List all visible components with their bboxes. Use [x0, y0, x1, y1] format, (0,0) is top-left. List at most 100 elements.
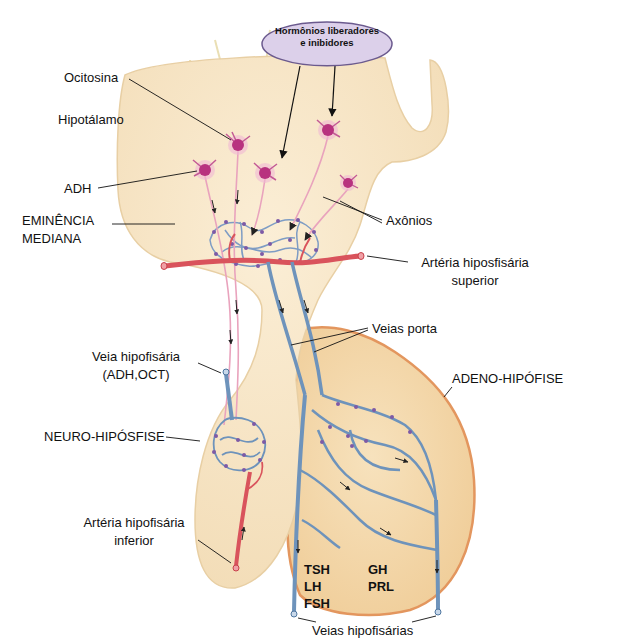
- posterior-dots: [212, 422, 266, 472]
- posterior-dots: [258, 458, 262, 462]
- part-label: Hipotálamo: [58, 111, 124, 129]
- hormone-arrows: [282, 66, 335, 158]
- neurons: [193, 120, 358, 191]
- flow-arrow: [437, 560, 438, 573]
- flow-arrow: [298, 540, 299, 553]
- median-eminence-dots: [268, 242, 272, 246]
- portal-vein: [268, 262, 305, 395]
- inferior-hypophyseal-artery: [233, 462, 262, 571]
- leader-line: [198, 540, 231, 563]
- anterior-dots: [336, 402, 340, 406]
- anterior-dots: [320, 402, 412, 448]
- capillary: [214, 418, 266, 471]
- capillary: [222, 452, 260, 457]
- ellipse-outline: [262, 22, 392, 66]
- hormone-arrow: [332, 66, 335, 116]
- portal-veins: [268, 262, 322, 395]
- leader-line: [98, 171, 197, 188]
- flow-arrow: [395, 458, 408, 462]
- capillary: [240, 222, 245, 262]
- vessel-end: [435, 609, 441, 615]
- artery-branch: [229, 234, 235, 260]
- part-label: Axônios: [386, 212, 432, 230]
- capillary: [220, 437, 258, 442]
- leader-line: [340, 201, 382, 223]
- neuron: [317, 120, 340, 140]
- neuron: [254, 163, 277, 183]
- neuron: [259, 167, 271, 179]
- neuron: [199, 164, 211, 176]
- hypothalamus-and-neurohypophysis: [117, 56, 448, 588]
- part-label: EMINÊNCIA MEDIANA: [22, 212, 112, 248]
- median-eminence-dots: [314, 248, 318, 252]
- capillary: [225, 230, 295, 248]
- anterior-dots: [390, 415, 394, 419]
- median-eminence-dots: [276, 219, 280, 223]
- vessel-end: [358, 253, 364, 260]
- part-label: ADH: [64, 180, 91, 198]
- part-label: Artéria hiposfisária superior: [410, 254, 540, 290]
- part-label: Artéria hipofisária inferior: [72, 514, 196, 550]
- vessel-end: [161, 263, 167, 270]
- flow-arrows: [212, 190, 238, 344]
- neuron: [193, 160, 216, 180]
- leader-line: [298, 618, 316, 622]
- leader-line: [323, 197, 382, 220]
- neuron: [340, 175, 358, 188]
- posterior-capillaries: [214, 369, 266, 470]
- leader-line: [314, 330, 368, 352]
- adenohypophysis-lobe: [287, 327, 474, 615]
- flow-arrow: [237, 190, 238, 204]
- median-eminence-dots: [260, 230, 264, 234]
- part-label: ADENO-HIPÓFISE: [452, 370, 563, 388]
- anterior-dots: [320, 440, 324, 444]
- anterior-flow-arrows: [298, 458, 437, 573]
- hormone-label: TSH: [304, 561, 330, 579]
- neuron: [193, 160, 216, 176]
- capillary: [322, 395, 436, 500]
- median-eminence-dots: [214, 252, 218, 256]
- hormone-label: FSH: [304, 595, 330, 613]
- axon: [234, 151, 238, 420]
- leader-line: [112, 224, 175, 225]
- leader-line: [129, 79, 231, 140]
- hypophyseal-vein: [226, 374, 232, 420]
- hormone-arrow: [282, 66, 300, 158]
- anterior-dots: [408, 430, 412, 434]
- neuron: [232, 139, 244, 151]
- hormone-ellipse: Hormônios liberadores e inibidores: [261, 21, 393, 67]
- axon: [252, 179, 265, 235]
- hormone-label: GH: [368, 561, 388, 579]
- anterior-dots: [354, 405, 358, 409]
- hypophyseal-vein: [294, 395, 305, 612]
- neuron: [254, 163, 277, 180]
- anterior-dots: [346, 434, 350, 438]
- part-label: Veias hipofisárias: [312, 622, 413, 640]
- neuron: [343, 178, 353, 188]
- axon: [290, 136, 328, 230]
- capillary: [300, 470, 437, 550]
- part-label: Veias porta: [372, 320, 437, 338]
- vessel-end: [291, 611, 297, 617]
- posterior-dots: [242, 468, 246, 472]
- posterior-dots: [252, 422, 256, 426]
- vessel-end: [223, 369, 229, 375]
- neuron: [317, 120, 340, 137]
- posterior-dots: [242, 453, 246, 457]
- artery: [236, 472, 250, 566]
- leader-line: [367, 256, 408, 262]
- axon: [305, 189, 348, 240]
- median-eminence-dots: [260, 252, 264, 256]
- portal-flow-arrows: [279, 300, 308, 313]
- flow-arrow: [380, 528, 391, 535]
- anterior-dots: [364, 439, 368, 443]
- capillary: [350, 430, 400, 470]
- leader-line: [412, 616, 436, 622]
- part-label: Veia hipofisária (ADH,OCT): [76, 348, 196, 384]
- artery-branch: [246, 462, 262, 490]
- median-eminence-dots: [312, 230, 316, 234]
- median-eminence-dots: [212, 230, 216, 234]
